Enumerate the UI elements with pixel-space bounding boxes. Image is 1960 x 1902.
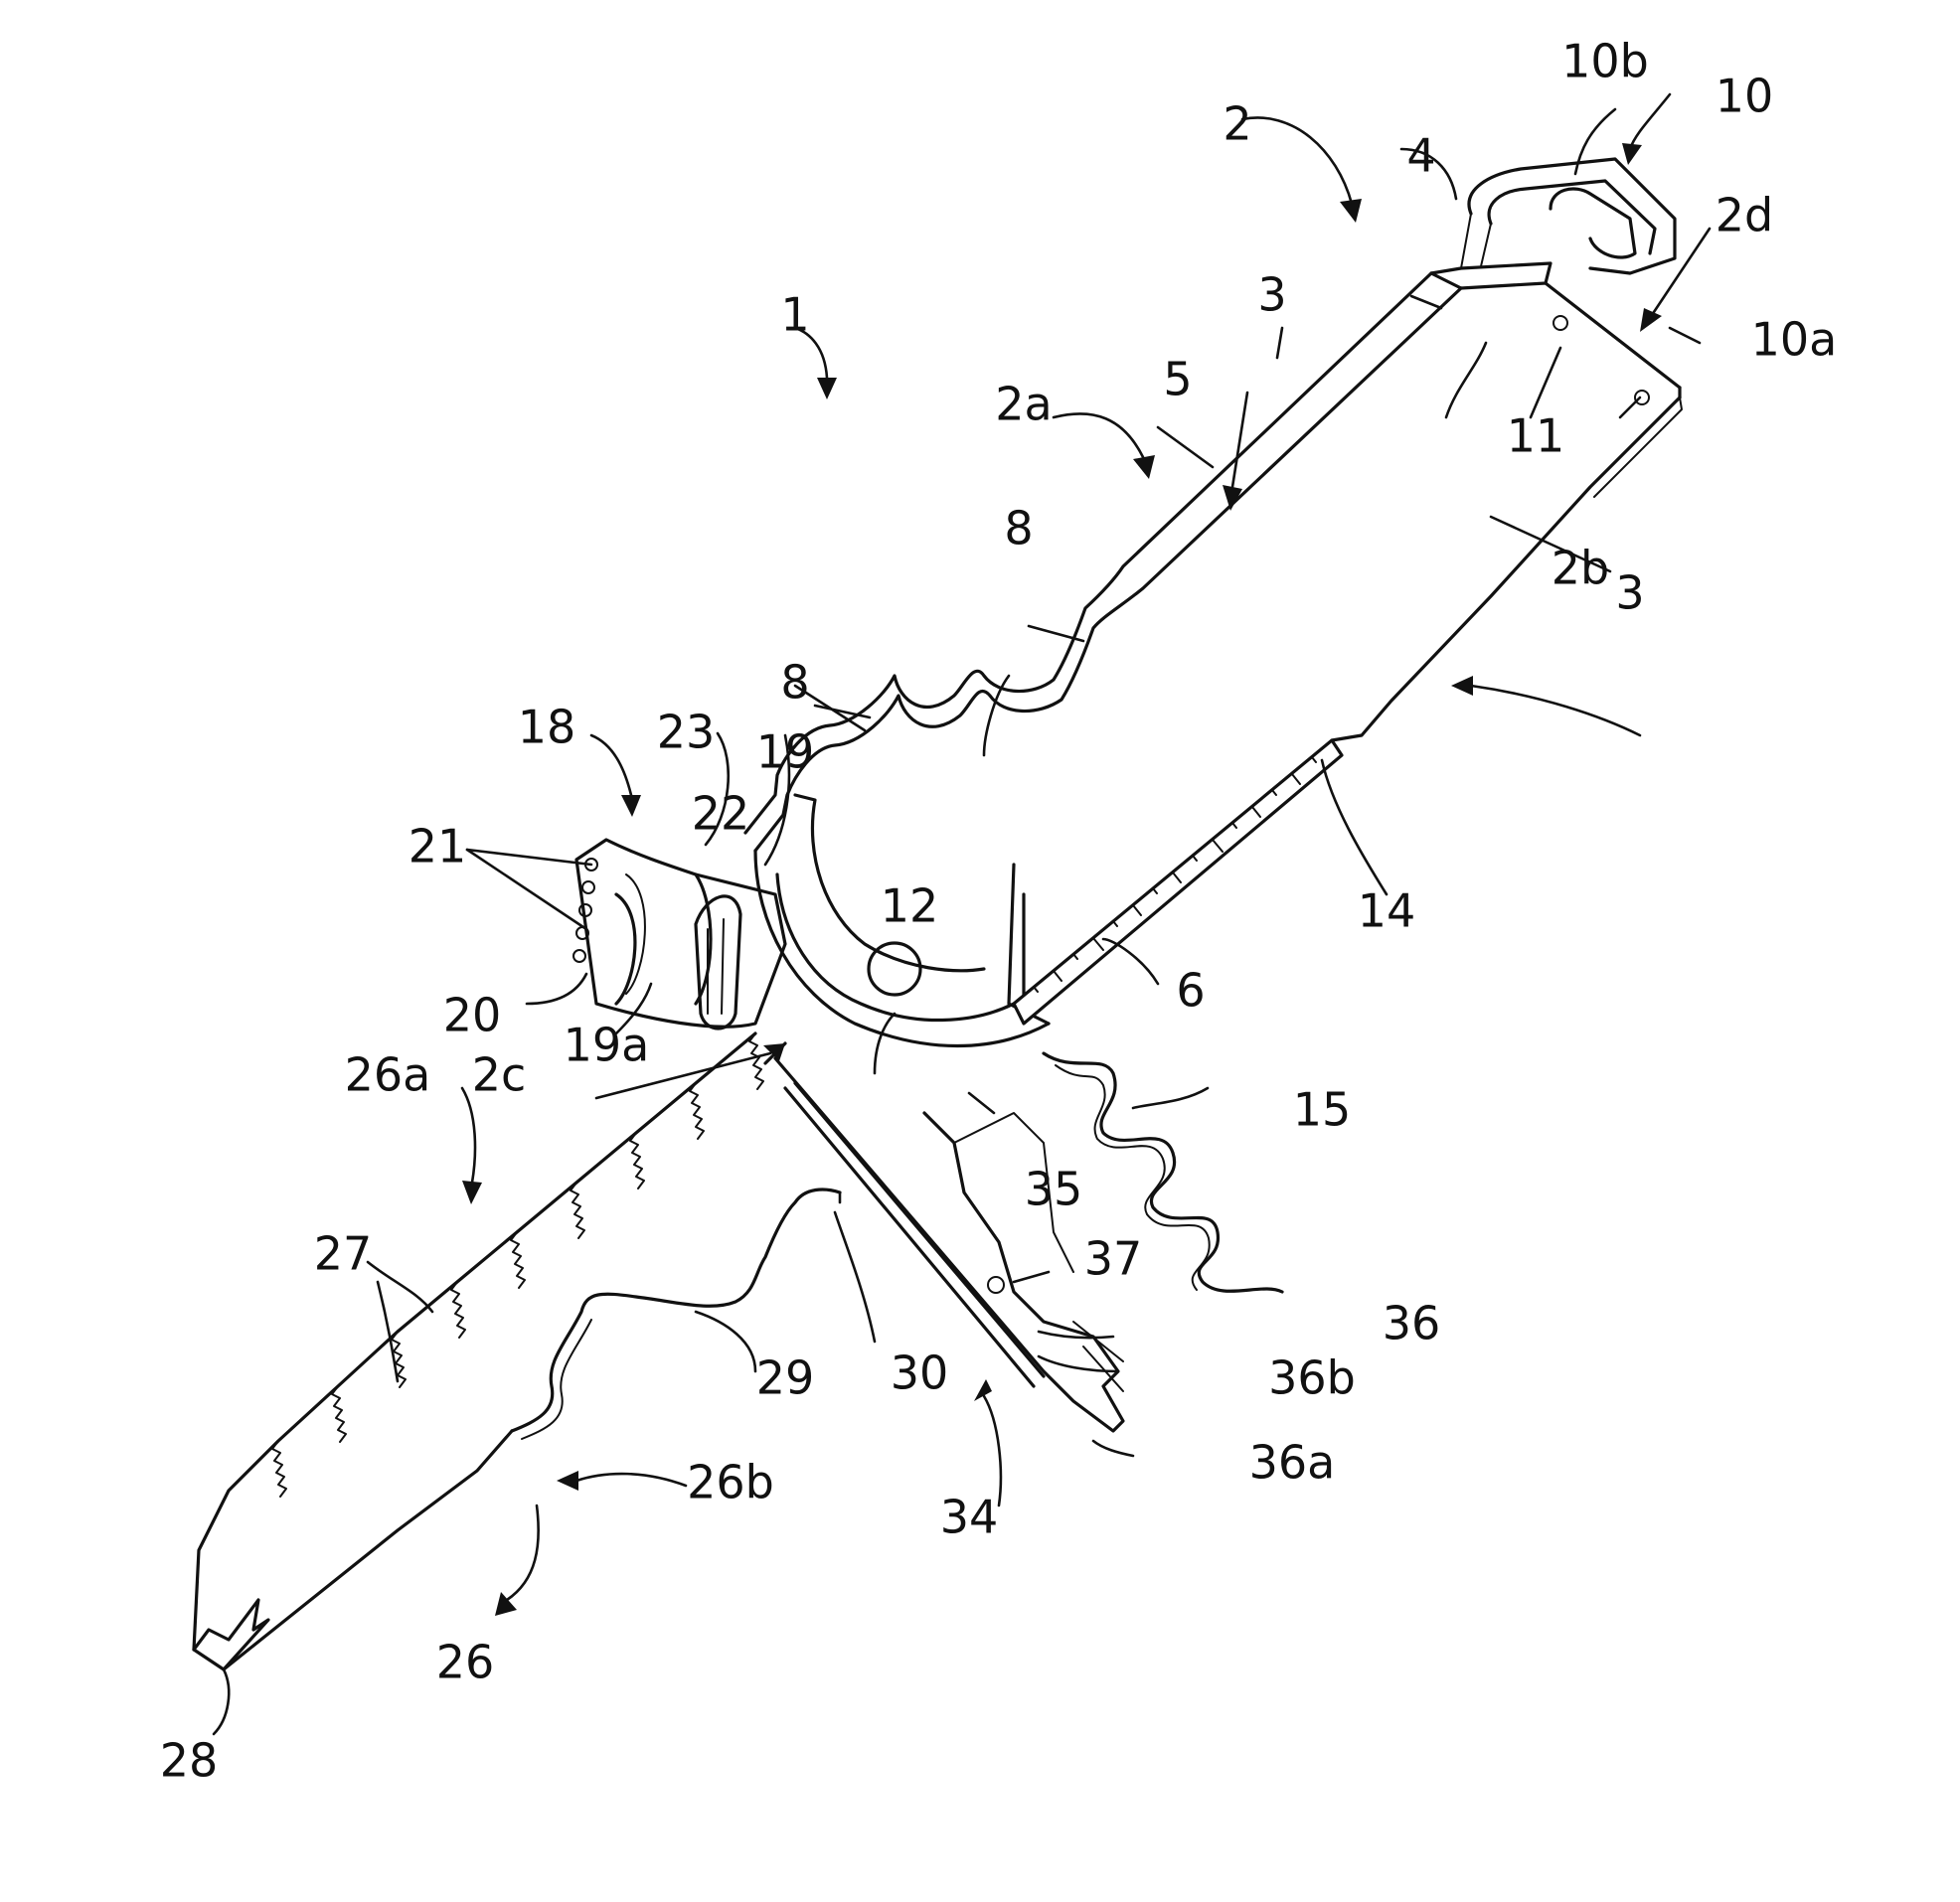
ref-label: 34 — [940, 1491, 999, 1544]
ref-label: 3 — [1257, 268, 1286, 322]
ref-label: 36 — [1383, 1297, 1441, 1350]
ref-label: 23 — [657, 706, 716, 759]
ref-label: 30 — [891, 1347, 949, 1400]
ref-label: 22 — [692, 787, 750, 841]
ref-label: 14 — [1358, 884, 1416, 938]
ref-label: 36b — [1268, 1351, 1356, 1405]
ref-label: 19 — [756, 725, 815, 779]
ref-label: 21 — [408, 820, 467, 873]
ref-label: 20 — [443, 989, 502, 1042]
ref-label: 37 — [1084, 1232, 1143, 1286]
ref-label: 2a — [995, 378, 1052, 431]
ref-label: 28 — [160, 1734, 219, 1788]
ref-label: 10 — [1715, 70, 1774, 123]
ref-label: 29 — [756, 1351, 815, 1405]
pivot-pin — [869, 943, 920, 995]
ref-label: 2d — [1715, 189, 1773, 242]
pry-lever — [775, 1058, 1123, 1431]
ref-label: 27 — [314, 1227, 373, 1281]
ref-label: 18 — [518, 701, 576, 754]
ref-label: 11 — [1507, 409, 1565, 463]
ref-label: 26a — [345, 1048, 431, 1102]
ref-label: 26b — [687, 1456, 774, 1509]
reference-numerals: 1 2 2a 2b 2c 2d 3 3 4 5 6 8 8 10 10a 10b… — [160, 35, 1838, 1788]
ref-label: 8 — [780, 656, 809, 710]
ref-label: 6 — [1176, 964, 1205, 1018]
ref-label: 2 — [1223, 97, 1251, 151]
bottle-opener — [1461, 159, 1675, 404]
ref-label: 1 — [780, 288, 809, 342]
saw-blade — [194, 1033, 840, 1669]
awl-tool — [573, 840, 785, 1029]
ref-label: 12 — [881, 879, 939, 933]
ref-label: 10b — [1561, 35, 1649, 88]
ref-label: 3 — [1615, 566, 1644, 620]
ref-label: 4 — [1406, 129, 1435, 183]
ref-label: 36a — [1249, 1436, 1336, 1490]
ref-label: 2c — [472, 1048, 527, 1102]
ref-label: 19a — [564, 1019, 650, 1072]
ref-label: 8 — [1004, 502, 1033, 555]
ref-label: 26 — [436, 1636, 495, 1689]
ref-label: 15 — [1293, 1083, 1352, 1137]
leader-lines — [214, 94, 1710, 1734]
ref-label: 35 — [1025, 1163, 1083, 1216]
ref-label: 5 — [1163, 353, 1192, 406]
ref-label: 2b — [1552, 542, 1609, 595]
ref-label: 10a — [1751, 313, 1838, 367]
